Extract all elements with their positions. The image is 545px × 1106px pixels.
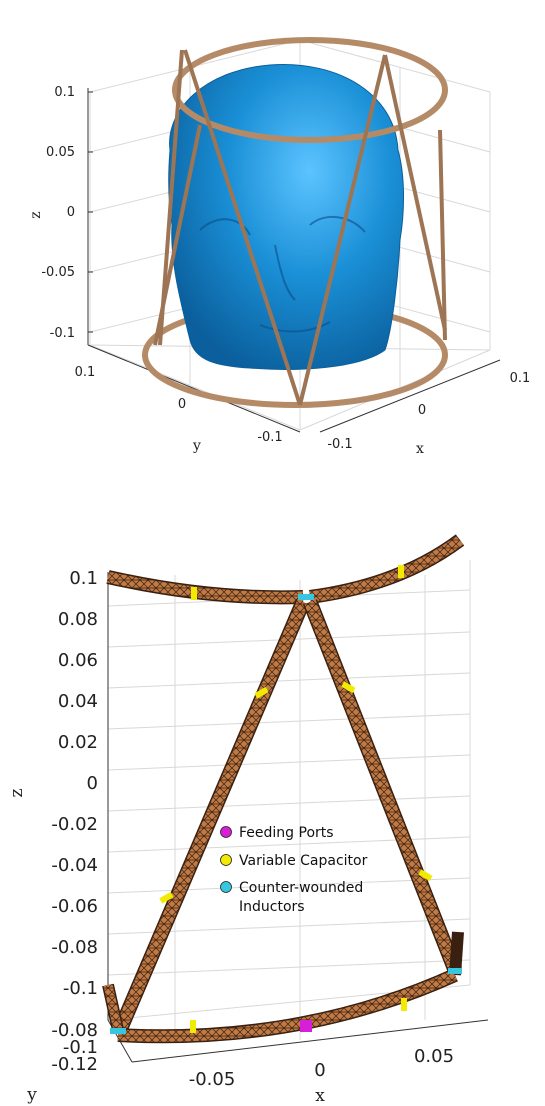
legend-label-line1: Counter-wounded <box>239 880 363 896</box>
capacitor-marker <box>401 998 407 1011</box>
top-z-tick: 0.05 <box>46 145 75 160</box>
bottom-y-label: y <box>26 1085 37 1105</box>
top-y-axis <box>87 344 301 433</box>
coil-strip-right-edge <box>449 931 464 976</box>
bottom-z-tick: 0 <box>87 773 98 794</box>
top-z-tick: -0.1 <box>50 326 75 341</box>
bottom-x-tick: 0 <box>314 1060 325 1081</box>
top-coil-rungs <box>153 49 447 406</box>
top-y-tick: -0.1 <box>257 430 282 445</box>
top-coil-upper-ring <box>172 37 448 143</box>
capacitor-marker <box>191 587 197 600</box>
top-z-tick: 0 <box>67 205 75 220</box>
top-x-label: x <box>416 441 424 457</box>
bottom-z-tick: -0.06 <box>51 896 98 917</box>
legend-swatch <box>220 881 232 893</box>
bottom-x-tick: 0.05 <box>414 1046 454 1067</box>
bottom-z-tick: 0.08 <box>58 609 98 630</box>
bottom-y-tick: -0.12 <box>51 1054 98 1075</box>
top-z-label: z <box>28 211 44 218</box>
bottom-y-tick: -0.08 <box>51 1020 98 1041</box>
head-shading <box>199 215 366 333</box>
bottom-x-ticks: -0.05 0 0.05 <box>189 1046 454 1090</box>
bottom-z-tick: 0.1 <box>69 568 98 589</box>
bottom-x-label: x <box>315 1086 325 1106</box>
coil-strip-top-left-fill <box>106 571 304 603</box>
bottom-z-label: z <box>7 788 27 797</box>
legend-label: Variable Capacitor <box>239 853 368 869</box>
bottom-z-tick: -0.08 <box>51 937 98 958</box>
capacitor-marker <box>190 1020 196 1033</box>
legend-label: Feeding Ports <box>239 825 334 841</box>
coil-strip-diag-left-fill <box>114 599 309 1033</box>
capacitor-marker <box>398 565 404 578</box>
bottom-x-axis <box>131 1019 489 1063</box>
bottom-x-tick: -0.05 <box>189 1069 236 1090</box>
top-y-tick: 0 <box>178 397 186 412</box>
coil-strip-left-edge-fill <box>103 984 123 1031</box>
capacitor-marker <box>418 869 433 882</box>
inductor-markers <box>110 594 462 1034</box>
coil-strip-top-right-fill <box>309 535 464 603</box>
bottom-z-tick: 0.02 <box>58 732 98 753</box>
capacitor-markers <box>159 565 433 1033</box>
legend-swatch <box>220 826 232 838</box>
bottom-z-tick: 0.06 <box>58 650 98 671</box>
bottom-z-tick: 0.04 <box>58 691 98 712</box>
inductor-marker <box>298 594 314 600</box>
top-z-tick: -0.05 <box>41 265 75 280</box>
bottom-y-tick: -0.1 <box>63 1037 98 1058</box>
legend: Feeding Ports Variable Capacitor Counter… <box>220 825 368 915</box>
top-z-ticks <box>88 91 93 333</box>
top-z-tick: 0.1 <box>54 85 75 100</box>
capacitor-marker <box>341 681 356 694</box>
bottom-z-tick: -0.04 <box>51 855 98 876</box>
feeding-port-marker <box>300 1020 312 1032</box>
capacitor-marker <box>254 686 269 699</box>
top-x-tick: -0.1 <box>327 437 352 452</box>
coil-strip-diag-right-fill <box>304 599 461 973</box>
top-y-tick: 0.1 <box>75 365 96 380</box>
bottom-z-ticks: 0.1 0.08 0.06 0.04 0.02 0 -0.02 -0.04 -0… <box>51 568 98 999</box>
legend-label: Counter-wounded Inductors <box>239 880 368 915</box>
bottom-z-tick: -0.02 <box>51 814 98 835</box>
top-y-label: y <box>192 438 201 454</box>
legend-label-line2: Inductors <box>239 899 305 915</box>
capacitor-marker <box>159 891 174 904</box>
bottom-z-tick: -0.1 <box>63 978 98 999</box>
top-x-axis <box>319 359 501 433</box>
legend-swatch <box>220 854 232 866</box>
top-x-tick: 0 <box>418 403 426 418</box>
bottom-y-ticks: -0.08 -0.1 -0.12 <box>51 1020 98 1075</box>
inductor-marker <box>448 968 462 974</box>
top-plot: 0.1 0.05 0 -0.05 -0.1 z 0.1 0 -0.1 y 0.1… <box>28 37 531 457</box>
top-x-tick: 0.1 <box>510 371 531 386</box>
coil-strip-bottom-fill <box>117 969 458 1042</box>
bottom-plot: Feeding Ports Variable Capacitor Counter… <box>7 534 489 1106</box>
inductor-marker <box>110 1028 126 1034</box>
